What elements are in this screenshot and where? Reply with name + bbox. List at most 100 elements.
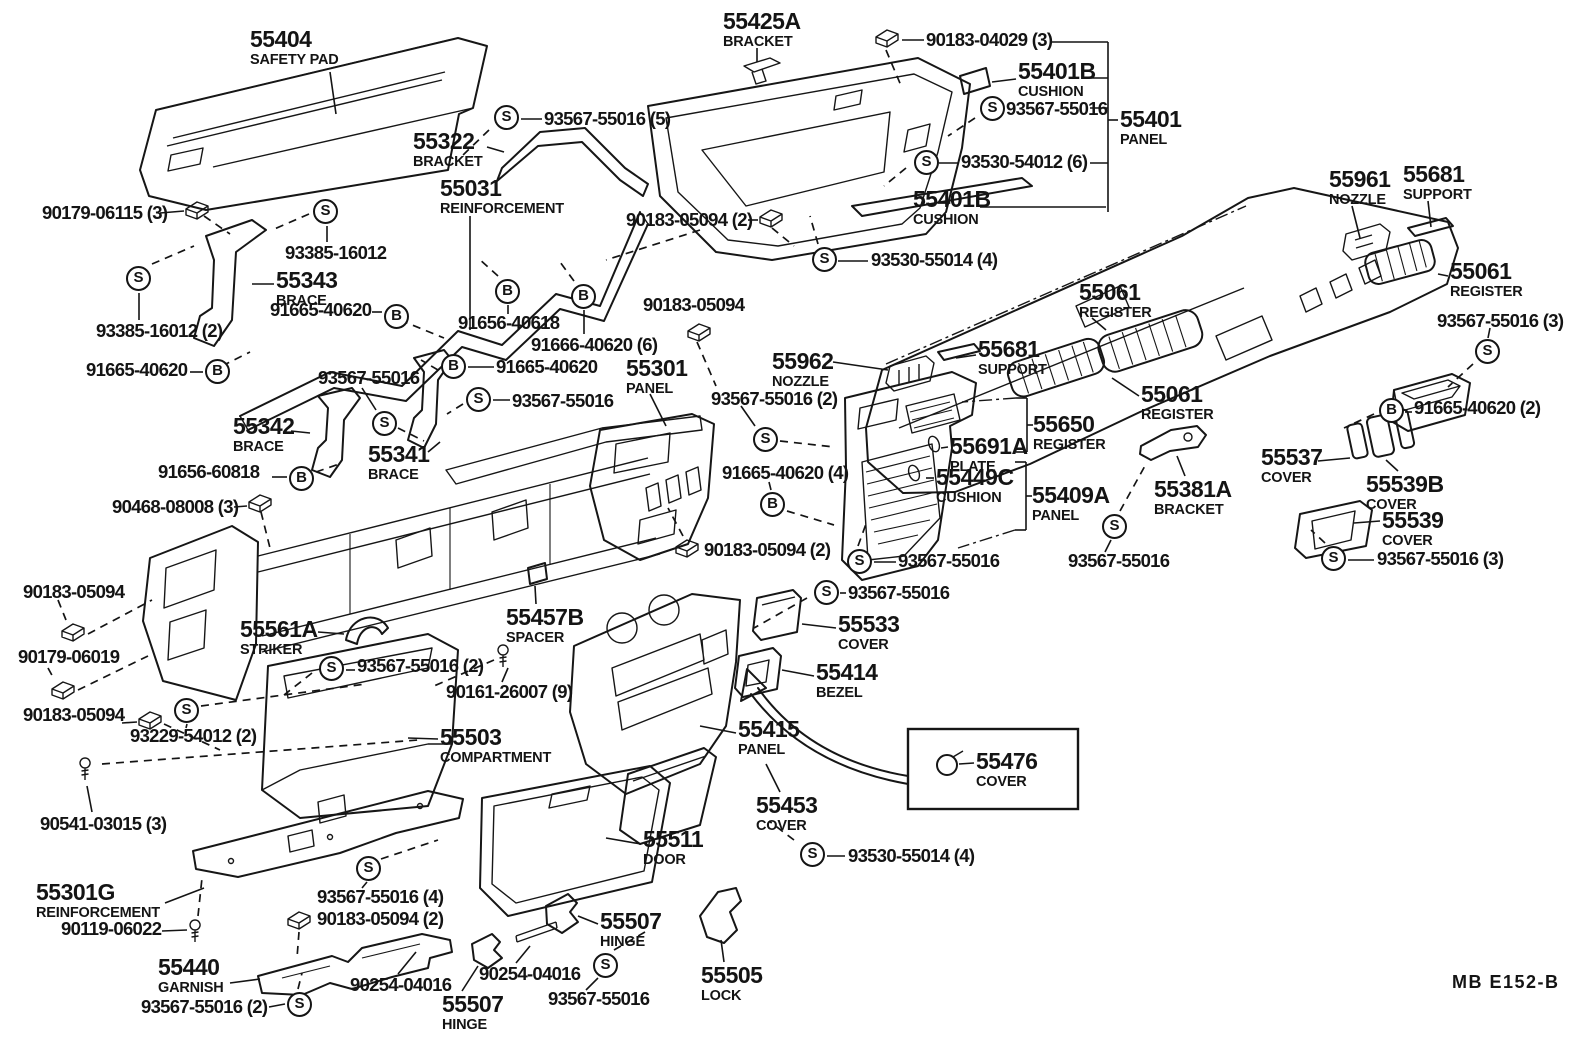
art-center-panel-55301 bbox=[142, 413, 715, 701]
part-number: 55511 bbox=[643, 826, 704, 852]
leader-line bbox=[397, 951, 417, 975]
part-number: 55404 bbox=[250, 26, 312, 52]
fastener-label: 90183-05094 bbox=[23, 581, 125, 602]
part-name: DOOR bbox=[643, 852, 686, 868]
dashed-leader-line bbox=[397, 427, 425, 442]
screw-symbol-circle: S bbox=[356, 856, 381, 881]
leader-line bbox=[699, 725, 737, 734]
part-name: COVER bbox=[976, 774, 1027, 790]
part-number: 55962 bbox=[772, 348, 834, 374]
art-stack-panel-55415 bbox=[569, 593, 741, 795]
fastener-label: 93567-55016 (5) bbox=[544, 108, 671, 129]
art-bracket-55322 bbox=[496, 127, 649, 197]
fastener-label: 90179-06019 bbox=[18, 646, 120, 667]
screw-symbol-circle: S bbox=[287, 992, 312, 1017]
part-name: COVER bbox=[1382, 533, 1433, 549]
part-number: 55691A bbox=[950, 433, 1028, 459]
part-name: HINGE bbox=[442, 1017, 487, 1033]
fastener-label: 91656-60818 bbox=[158, 461, 260, 482]
part-name: PANEL bbox=[626, 381, 674, 397]
part-name: NOZZLE bbox=[772, 374, 829, 390]
dashed-leader-line bbox=[315, 462, 343, 473]
leader-line bbox=[955, 354, 977, 359]
leader-line bbox=[940, 446, 949, 449]
leader-line bbox=[361, 387, 377, 411]
part-number: 55453 bbox=[756, 792, 818, 818]
screw-symbol-circle: S bbox=[1102, 514, 1127, 539]
part-number: 55681 bbox=[1403, 161, 1465, 187]
screw-symbol-circle: S bbox=[372, 411, 397, 436]
part-number: 55650 bbox=[1033, 411, 1095, 437]
art-safety-pad bbox=[139, 37, 488, 211]
art-bezel-covers bbox=[734, 589, 802, 698]
leader-line bbox=[781, 669, 815, 677]
fastener-label: 93385-16012 (2) bbox=[96, 320, 223, 341]
part-number: 55961 bbox=[1329, 166, 1391, 192]
part-name: CUSHION bbox=[936, 490, 1002, 506]
part-name: BRACE bbox=[233, 439, 284, 455]
part-number: 55440 bbox=[158, 954, 220, 980]
screw-symbol-circle: S bbox=[914, 150, 939, 175]
part-name: NOZZLE bbox=[1329, 192, 1386, 208]
fastener-label: 93567-55016 bbox=[318, 367, 420, 388]
leader-line bbox=[1104, 539, 1112, 553]
leader-line bbox=[329, 71, 337, 115]
dashed-leader-line bbox=[203, 215, 231, 235]
dashed-leader-line bbox=[151, 245, 195, 265]
dashed-leader-line bbox=[87, 599, 153, 635]
dashed-leader-line bbox=[605, 229, 701, 261]
bolt-symbol-circle: B bbox=[1379, 398, 1404, 423]
fastener-label: 91656-40618 bbox=[458, 312, 560, 333]
part-number: 55031 bbox=[440, 175, 502, 201]
bolt-symbol-circle: B bbox=[384, 304, 409, 329]
leader-line bbox=[1111, 377, 1140, 397]
art-cover-55453 bbox=[619, 747, 717, 845]
art-main-dash bbox=[865, 187, 1459, 549]
part-number: 55343 bbox=[276, 267, 338, 293]
leader-line bbox=[461, 965, 479, 992]
screw-symbol-circle: S bbox=[319, 656, 344, 681]
dashed-leader-line bbox=[101, 739, 419, 765]
screw-symbol-circle: S bbox=[980, 96, 1005, 121]
part-name: LOCK bbox=[701, 988, 742, 1004]
leader-line bbox=[768, 481, 772, 491]
leader-line bbox=[407, 737, 439, 740]
dashed-leader-line bbox=[399, 319, 445, 339]
part-number: 55537 bbox=[1261, 444, 1323, 470]
part-number: 55414 bbox=[816, 659, 878, 685]
part-number: 55476 bbox=[976, 748, 1038, 774]
leader-line bbox=[290, 430, 311, 434]
part-name: REGISTER bbox=[1079, 305, 1152, 321]
dashed-leader-line bbox=[1343, 413, 1375, 429]
part-name: PANEL bbox=[1032, 508, 1080, 524]
fastener-label: 90183-04029 (3) bbox=[926, 29, 1053, 50]
bolt-symbol-circle: B bbox=[495, 279, 520, 304]
leader-line bbox=[1427, 200, 1432, 228]
leader-line bbox=[720, 939, 725, 963]
part-name: BRACE bbox=[368, 467, 419, 483]
part-number: 55381A bbox=[1154, 476, 1232, 502]
fastener-label: 93567-55016 bbox=[1068, 550, 1170, 571]
part-name: CUSHION bbox=[913, 212, 979, 228]
screw-symbol-circle: S bbox=[126, 266, 151, 291]
screw-symbol-circle: S bbox=[800, 842, 825, 867]
bolt-symbol-circle: B bbox=[289, 466, 314, 491]
leader-line bbox=[1176, 455, 1186, 477]
dashed-leader-line bbox=[768, 820, 795, 841]
dashed-leader-line bbox=[420, 359, 439, 371]
part-name: HINGE bbox=[600, 934, 645, 950]
